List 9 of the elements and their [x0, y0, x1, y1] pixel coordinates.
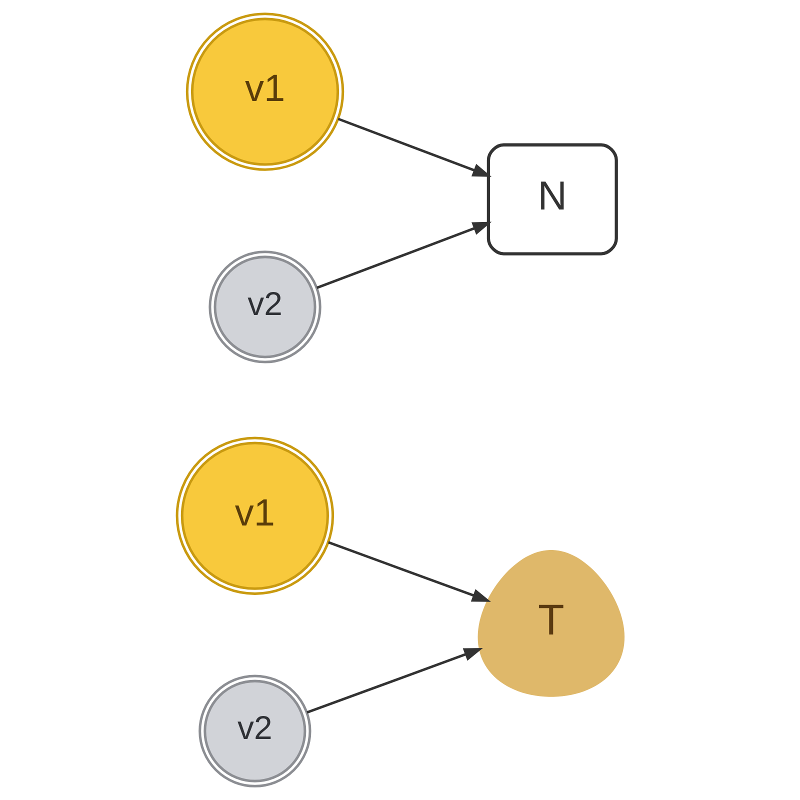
arrow — [316, 222, 492, 290]
arrow — [337, 118, 492, 177]
arrow — [306, 648, 482, 714]
node-box: N — [486, 143, 618, 256]
arrow — [327, 541, 490, 602]
node-circle: v1 — [175, 436, 334, 595]
node-circle: v1 — [185, 12, 344, 171]
node-circle: v2 — [198, 674, 311, 788]
node-circle: v2 — [208, 250, 321, 364]
